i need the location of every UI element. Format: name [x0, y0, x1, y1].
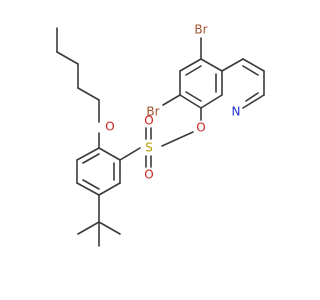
bromine-atom-left: Br — [146, 105, 159, 119]
oxygen-atom-pentyloxy: O — [105, 120, 114, 134]
bond-lines — [56, 27, 265, 247]
oxygen-atom-sulfonyl-bottom: O — [144, 168, 153, 182]
sulfur-atom: S — [145, 141, 153, 155]
oxygen-atom-ester: O — [196, 121, 205, 135]
atom-labels: Br Br N O O S O O — [105, 23, 240, 182]
nitrogen-atom: N — [232, 105, 241, 119]
oxygen-atom-sulfonyl-top: O — [144, 114, 153, 128]
chemical-structure-diagram: Br Br N O O S O O — [56, 23, 265, 247]
structure-canvas: Br Br N O O S O O — [56, 23, 265, 247]
bromine-atom-top: Br — [194, 23, 207, 37]
